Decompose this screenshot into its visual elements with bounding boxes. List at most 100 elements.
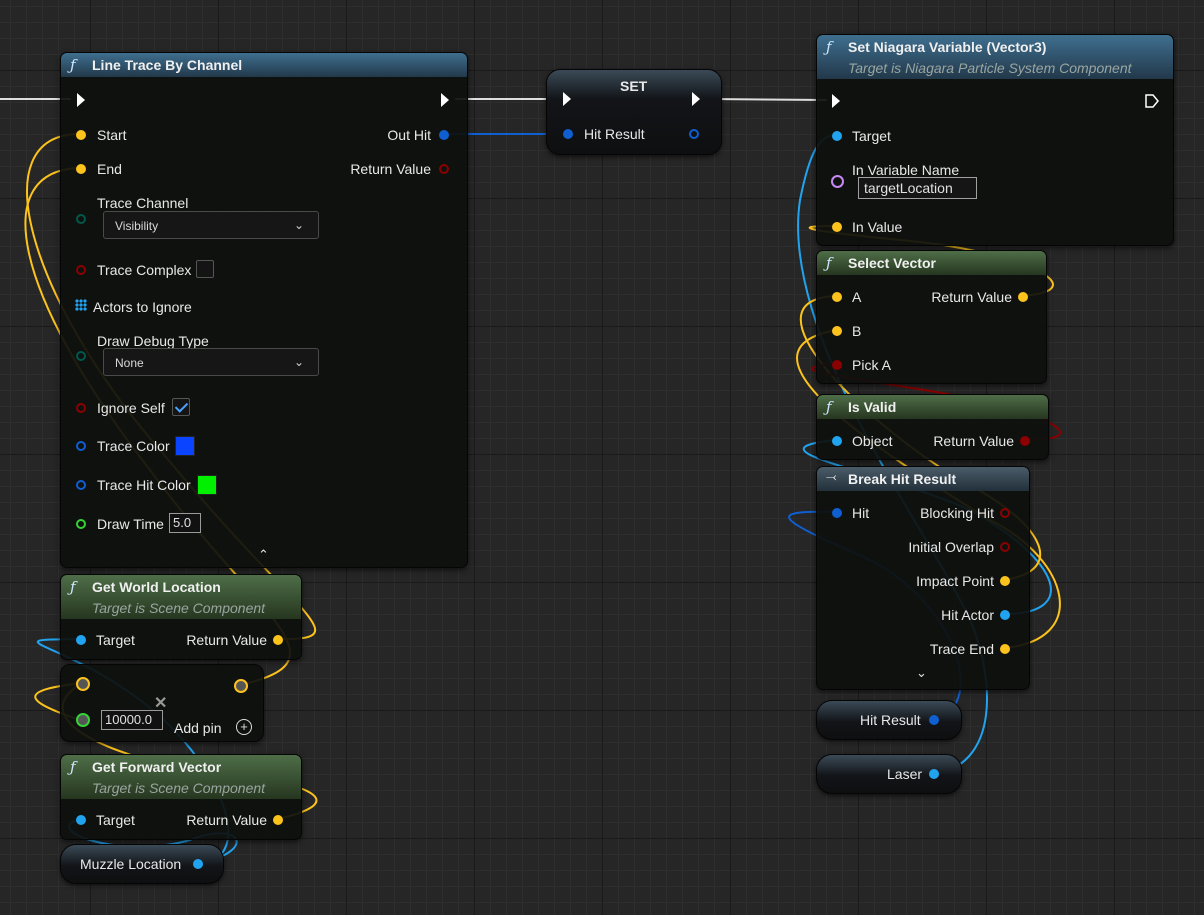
set-hit-result-node[interactable]: SET Hit Result [546, 69, 722, 155]
trace-channel-pin[interactable] [76, 214, 86, 224]
start-pin[interactable] [76, 130, 86, 140]
exec-in-pin[interactable] [563, 92, 571, 106]
object-pin[interactable] [832, 436, 842, 446]
expand-chevron-down-icon[interactable]: ⌄ [916, 665, 927, 680]
add-pin-label[interactable]: Add pin [174, 720, 222, 736]
collapse-chevron-up-icon[interactable]: ⌃ [258, 547, 269, 562]
return-value-pin[interactable] [273, 635, 283, 645]
hit-result-out-pin[interactable] [689, 129, 699, 139]
exec-out-pin[interactable] [1145, 94, 1159, 108]
ignore-self-checkbox[interactable] [172, 398, 190, 416]
trace-color-swatch[interactable] [175, 436, 195, 456]
variable-name-input[interactable]: targetLocation [858, 177, 977, 199]
multiplier-input[interactable]: 10000.0 [101, 710, 163, 730]
exec-in-pin[interactable] [832, 94, 840, 108]
function-icon: ƒ [826, 398, 832, 416]
blocking-hit-label: Blocking Hit [920, 505, 994, 521]
trace-complex-label: Trace Complex [97, 262, 192, 278]
end-label: End [97, 161, 122, 177]
exec-out-pin[interactable] [441, 93, 449, 107]
trace-color-pin[interactable] [76, 441, 86, 451]
blocking-hit-pin[interactable] [1000, 508, 1010, 518]
in-value-pin[interactable] [832, 222, 842, 232]
target-pin[interactable] [832, 131, 842, 141]
target-label: Target [852, 128, 891, 144]
pick-a-label: Pick A [852, 357, 891, 373]
add-pin-plus-icon[interactable]: + [236, 719, 252, 735]
float-b-pin[interactable] [76, 713, 90, 727]
hit-actor-label: Hit Actor [941, 607, 994, 623]
return-value-label: Return Value [350, 161, 431, 177]
hit-result-out-pin[interactable] [929, 715, 939, 725]
target-label: Target [96, 812, 135, 828]
out-hit-label: Out Hit [387, 127, 431, 143]
set-title: SET [620, 78, 648, 94]
draw-time-input[interactable]: 5.0 [169, 513, 201, 533]
return-value-pin[interactable] [1020, 436, 1030, 446]
function-icon: ƒ [70, 758, 76, 776]
return-value-label: Return Value [186, 812, 267, 828]
line-trace-by-channel-node[interactable]: ƒ Line Trace By Channel Start Out Hit En… [60, 52, 468, 568]
impact-point-pin[interactable] [1000, 576, 1010, 586]
get-forward-vector-node[interactable]: ƒ Get Forward Vector Target is Scene Com… [60, 754, 302, 840]
return-value-pin[interactable] [1018, 292, 1028, 302]
return-value-label: Return Value [186, 632, 267, 648]
draw-debug-value: None [115, 356, 144, 370]
trace-hit-color-swatch[interactable] [197, 475, 217, 495]
get-world-location-node[interactable]: ƒ Get World Location Target is Scene Com… [60, 574, 302, 660]
initial-overlap-pin[interactable] [1000, 542, 1010, 552]
variable-label: Hit Result [860, 712, 921, 728]
pick-a-pin[interactable] [832, 360, 842, 370]
ignore-self-pin[interactable] [76, 403, 86, 413]
node-header: ƒ Get Forward Vector Target is Scene Com… [61, 755, 301, 799]
muzzle-location-out-pin[interactable] [193, 859, 203, 869]
trace-channel-dropdown[interactable]: Visibility ⌄ [103, 211, 319, 239]
out-hit-pin[interactable] [439, 130, 449, 140]
muzzle-location-variable-node[interactable]: Muzzle Location [60, 844, 224, 884]
trace-complex-pin[interactable] [76, 265, 86, 275]
draw-debug-type-pin[interactable] [76, 351, 86, 361]
return-value-pin[interactable] [273, 815, 283, 825]
exec-in-pin[interactable] [77, 93, 85, 107]
target-pin[interactable] [76, 635, 86, 645]
b-pin[interactable] [832, 326, 842, 336]
hit-result-in-pin[interactable] [563, 129, 573, 139]
vector-a-pin[interactable] [76, 677, 90, 691]
laser-out-pin[interactable] [929, 769, 939, 779]
hit-actor-pin[interactable] [1000, 610, 1010, 620]
break-hit-result-node[interactable]: ⤙ Break Hit Result Hit Blocking Hit Init… [816, 466, 1030, 690]
node-title: Is Valid [848, 399, 897, 415]
select-vector-node[interactable]: ƒ Select Vector A Return Value B Pick A [816, 250, 1047, 384]
actors-to-ignore-label: Actors to Ignore [93, 299, 192, 315]
node-header: ƒ Line Trace By Channel [61, 53, 467, 77]
initial-overlap-label: Initial Overlap [908, 539, 994, 555]
chevron-down-icon: ⌄ [293, 218, 304, 232]
trace-end-pin[interactable] [1000, 644, 1010, 654]
is-valid-node[interactable]: ƒ Is Valid Object Return Value [816, 394, 1049, 460]
draw-time-pin[interactable] [76, 519, 86, 529]
end-pin[interactable] [76, 164, 86, 174]
array-grid-icon[interactable] [75, 299, 87, 311]
trace-channel-value: Visibility [115, 219, 159, 233]
multiply-vector-float-node[interactable]: ✕ 10000.0 Add pin + [60, 664, 264, 742]
node-header: ƒ Select Vector [817, 251, 1046, 275]
return-value-pin[interactable] [439, 164, 449, 174]
set-niagara-variable-node[interactable]: ƒ Set Niagara Variable (Vector3) Target … [816, 34, 1174, 246]
node-subtitle: Target is Scene Component [92, 780, 266, 796]
draw-debug-type-dropdown[interactable]: None ⌄ [103, 348, 319, 376]
function-icon: ƒ [826, 38, 832, 56]
hit-pin[interactable] [832, 508, 842, 518]
laser-variable-node[interactable]: Laser [816, 754, 962, 794]
draw-debug-type-label: Draw Debug Type [97, 333, 209, 349]
start-label: Start [97, 127, 127, 143]
trace-hit-color-pin[interactable] [76, 480, 86, 490]
a-pin[interactable] [832, 292, 842, 302]
exec-out-pin[interactable] [692, 92, 700, 106]
hit-result-variable-node[interactable]: Hit Result [816, 700, 962, 740]
result-out-pin[interactable] [234, 679, 248, 693]
return-value-label: Return Value [933, 433, 1014, 449]
target-pin[interactable] [76, 815, 86, 825]
trace-complex-checkbox[interactable] [196, 260, 214, 278]
in-variable-name-pin[interactable] [831, 175, 844, 188]
break-struct-icon: ⤙ [826, 470, 837, 485]
